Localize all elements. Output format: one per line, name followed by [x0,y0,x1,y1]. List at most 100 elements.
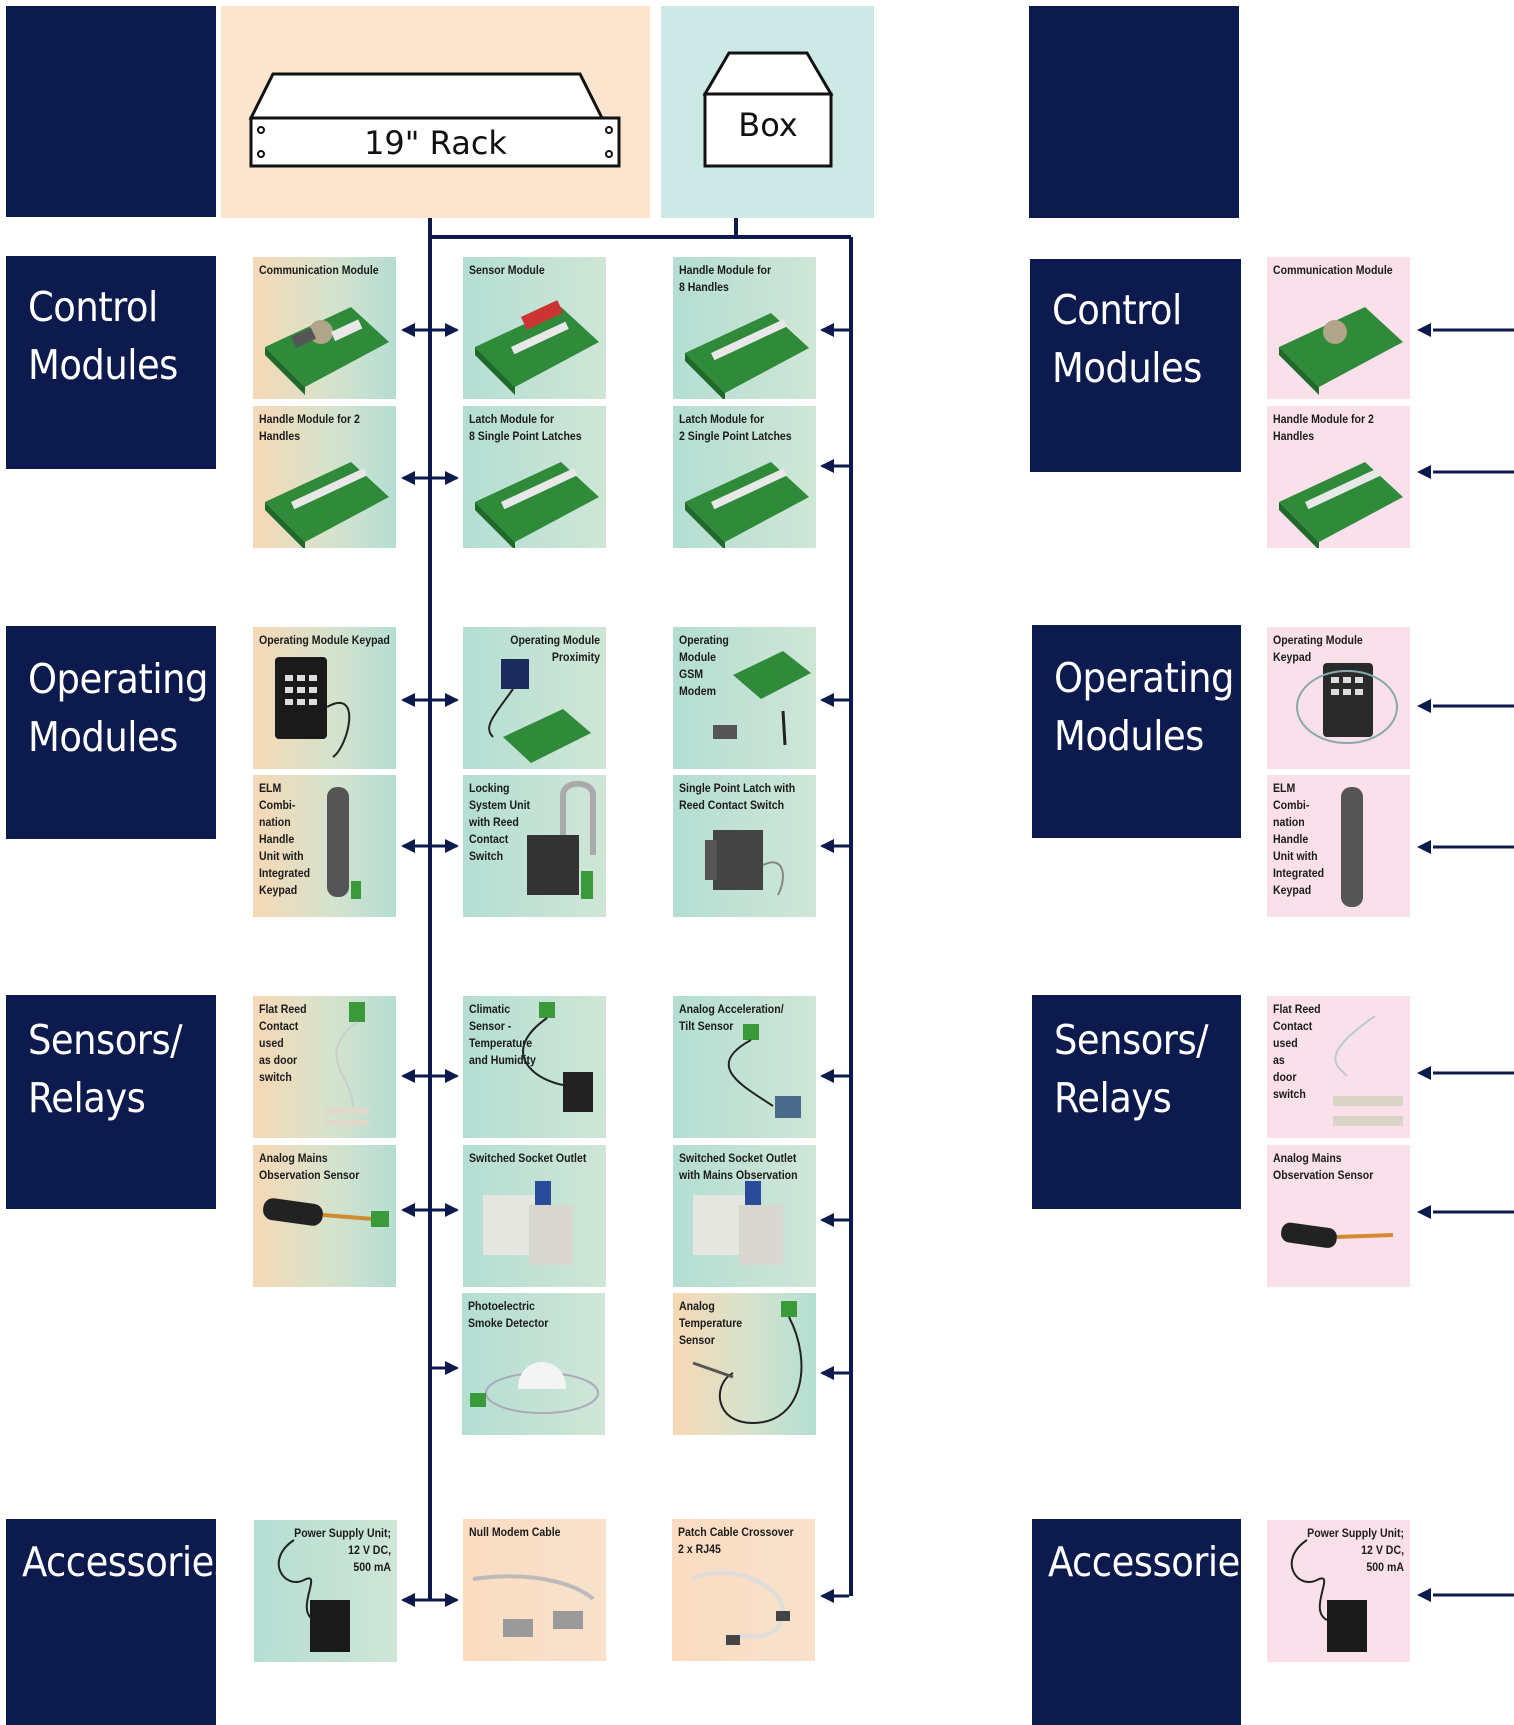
card-acceleration-sensor[interactable]: Analog Acceleration/ Tilt Sensor [673,996,816,1138]
card-label: Handle Module for 8 Handles [679,263,772,294]
arrowhead-icon [445,323,459,337]
card-switched-socket[interactable]: Switched Socket Outlet [463,1145,606,1287]
arrowhead-icon [445,1069,459,1083]
rack-header: 19" Rack [221,6,650,218]
module-board-icon [265,462,389,548]
right-card-handle-module-2[interactable]: Handle Module for 2 Handles [1267,406,1410,548]
card-elm-handle[interactable]: ELM Combi- nation Handle Unit with Integ… [253,775,396,917]
arrowhead-icon [820,1366,834,1380]
arrowhead-icon [401,1593,415,1607]
card-label: Handle Module for 2 Handles [1273,412,1374,443]
arrowhead-icon [820,323,834,337]
card-spl-reed[interactable]: Single Point Latch with Reed Contact Swi… [673,775,816,917]
card-operating-gsm[interactable]: Operating Module GSM Modem [673,627,816,769]
left-category-control: Control Modules [6,256,216,469]
right-card-mains-sensor[interactable]: Analog Mains Observation Sensor [1267,1145,1410,1287]
rack-label: 19" Rack [364,124,507,162]
category-label: Accessories [22,1538,233,1586]
card-sensor-module[interactable]: Sensor Module [463,257,606,399]
card-label: Locking System Unit with Reed Contact Sw… [469,781,531,863]
sensor-icon [522,1002,593,1112]
card-label: Patch Cable Crossover 2 x RJ45 [678,1525,794,1556]
card-switched-socket-mains[interactable]: Switched Socket Outlet with Mains Observ… [673,1145,816,1287]
arrowhead-icon [820,1213,834,1227]
card-flat-reed[interactable]: Flat Reed Contact used as door switch [253,996,396,1138]
module-board-icon [713,651,811,746]
card-latch-module-2[interactable]: Latch Module for 2 Single Point Latches [673,406,816,548]
card-label: Operating Module Keypad [1273,633,1363,664]
card-label: Photoelectric Smoke Detector [468,1299,549,1330]
right-category-accessories: Accessories [1032,1519,1259,1725]
card-label: Sensor Module [469,263,545,277]
left-category-accessories: Accessories [6,1519,233,1725]
card-smoke-detector[interactable]: Photoelectric Smoke Detector [462,1293,605,1435]
card-temperature-sensor[interactable]: Analog Temperature Sensor [673,1293,816,1435]
sensor-icon [325,1002,369,1126]
card-label: Operating Module GSM Modem [679,633,729,698]
plug-icon [263,1198,389,1227]
category-label: Control Modules [1052,286,1202,392]
card-label: ELM Combi- nation Handle Unit with Integ… [1273,781,1325,897]
card-communication-module[interactable]: Communication Module [253,257,396,399]
category-label: Accessories [1048,1538,1259,1586]
plug-icon [1281,1222,1394,1248]
card-label: Analog Mains Observation Sensor [1273,1151,1374,1182]
right-card-flat-reed[interactable]: Flat Reed Contact used as door switch [1267,996,1410,1138]
arrowhead-icon [445,839,459,853]
arrowhead-icon [401,1203,415,1217]
category-label: Operating Modules [1054,654,1234,760]
arrowhead-icon [820,693,834,707]
right-category-control: Control Modules [1030,259,1241,472]
card-label: Analog Mains Observation Sensor [259,1151,360,1182]
right-card-communication-module[interactable]: Communication Module [1267,257,1410,399]
left-category-sensors: Sensors/ Relays [6,995,216,1209]
plug-icon [483,1181,573,1265]
plug-icon [693,1181,783,1265]
card-null-modem[interactable]: Null Modem Cable [463,1519,606,1661]
arrowhead-icon [820,459,834,473]
card-label: Handle Module for 2 Handles [259,412,360,443]
plug-icon [277,1539,350,1652]
right-card-power-supply[interactable]: Power Supply Unit; 12 V DC, 500 mA [1267,1520,1410,1662]
box-header: Box [661,6,874,218]
card-label: Switched Socket Outlet with Mains Observ… [679,1151,798,1182]
right-card-operating-keypad[interactable]: Operating Module Keypad [1267,627,1410,769]
card-handle-module-2[interactable]: Handle Module for 2 Handles [253,406,396,548]
card-label: Operating Module Proximity [510,633,600,664]
card-power-supply[interactable]: Power Supply Unit; 12 V DC, 500 mA [254,1520,397,1662]
card-label: Analog Temperature Sensor [679,1299,743,1347]
arrowhead-icon [401,471,415,485]
rack-icon [248,72,621,168]
sensor-icon [470,1362,599,1414]
arrowhead-icon [1417,1588,1431,1602]
card-operating-proximity[interactable]: Operating Module Proximity [463,627,606,769]
card-latch-module-8[interactable]: Latch Module for 8 Single Point Latches [463,406,606,548]
arrowhead-icon [445,1203,459,1217]
cable-icon [691,1570,790,1645]
arrowhead-icon [1417,1205,1431,1219]
module-board-icon [685,462,809,548]
arrowhead-icon [401,323,415,337]
module-board-icon [685,313,809,399]
arrowhead-icon [401,839,415,853]
card-locking-system[interactable]: Locking System Unit with Reed Contact Sw… [463,775,606,917]
module-board-icon [475,300,599,395]
card-label: Communication Module [259,263,379,277]
card-operating-keypad[interactable]: Operating Module Keypad [253,627,396,769]
sensor-icon [1333,1015,1403,1126]
module-board-icon [475,462,599,548]
card-label: Latch Module for 8 Single Point Latches [469,412,582,443]
card-patch-cable[interactable]: Patch Cable Crossover 2 x RJ45 [672,1519,815,1661]
card-label: Flat Reed Contact used as door switch [259,1002,307,1084]
arrowhead-icon [445,1593,459,1607]
card-label: ELM Combi- nation Handle Unit with Integ… [259,781,311,897]
right-card-elm-handle[interactable]: ELM Combi- nation Handle Unit with Integ… [1267,775,1410,917]
right-header-block [1029,6,1239,218]
sensor-icon [705,830,784,896]
arrowhead-icon [1417,840,1431,854]
card-handle-module-8[interactable]: Handle Module for 8 Handles [673,257,816,399]
card-climatic-sensor[interactable]: Climatic Sensor - Temperature and Humidi… [463,996,606,1138]
card-mains-sensor[interactable]: Analog Mains Observation Sensor [253,1145,396,1287]
module-board-icon [488,659,591,763]
